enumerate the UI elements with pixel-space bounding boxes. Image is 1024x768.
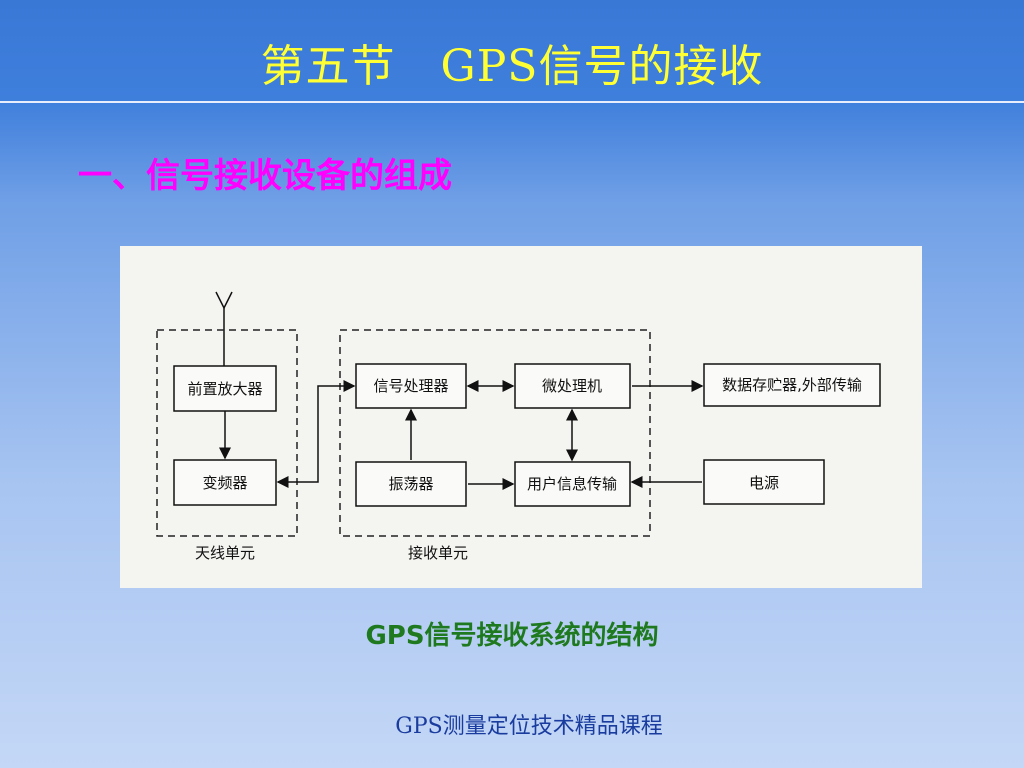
storage-label: 数据存贮器,外部传输 <box>722 376 862 394</box>
microprocessor-label: 微处理机 <box>542 377 602 395</box>
power-label: 电源 <box>749 474 779 492</box>
antenna-icon <box>215 291 233 376</box>
figure-caption: GPS信号接收系统的结构 <box>365 621 659 651</box>
antenna-unit-label: 天线单元 <box>195 544 255 562</box>
storage-box <box>703 363 881 407</box>
converter-box <box>173 459 277 506</box>
receiver-structure-diagram: 前置放大器 变频器 信号处理器 振荡器 微处理机 用户信息传输 数据存贮器,外部… <box>120 246 922 588</box>
converter-label: 变频器 <box>202 474 247 492</box>
user-info-box <box>514 461 631 507</box>
oscillator-box <box>355 461 467 507</box>
microprocessor-box <box>514 363 631 409</box>
title-divider <box>0 101 1024 103</box>
user-info-label: 用户信息传输 <box>527 475 617 493</box>
power-box <box>703 459 825 505</box>
slide-title: 第五节 GPS信号的接收 <box>260 41 764 92</box>
preamp-label: 前置放大器 <box>187 380 262 398</box>
signal-processor-box <box>355 363 467 409</box>
oscillator-label: 振荡器 <box>388 475 433 493</box>
receiver-unit-label: 接收单元 <box>408 544 468 562</box>
section-heading: 一、信号接收设备的组成 <box>78 156 452 196</box>
signal-processor-label: 信号处理器 <box>373 377 448 395</box>
arrow-converter-to-signal-processor <box>276 380 356 488</box>
footer-course-name: GPS测量定位技术精品课程 <box>395 714 663 739</box>
preamp-box <box>173 365 277 412</box>
